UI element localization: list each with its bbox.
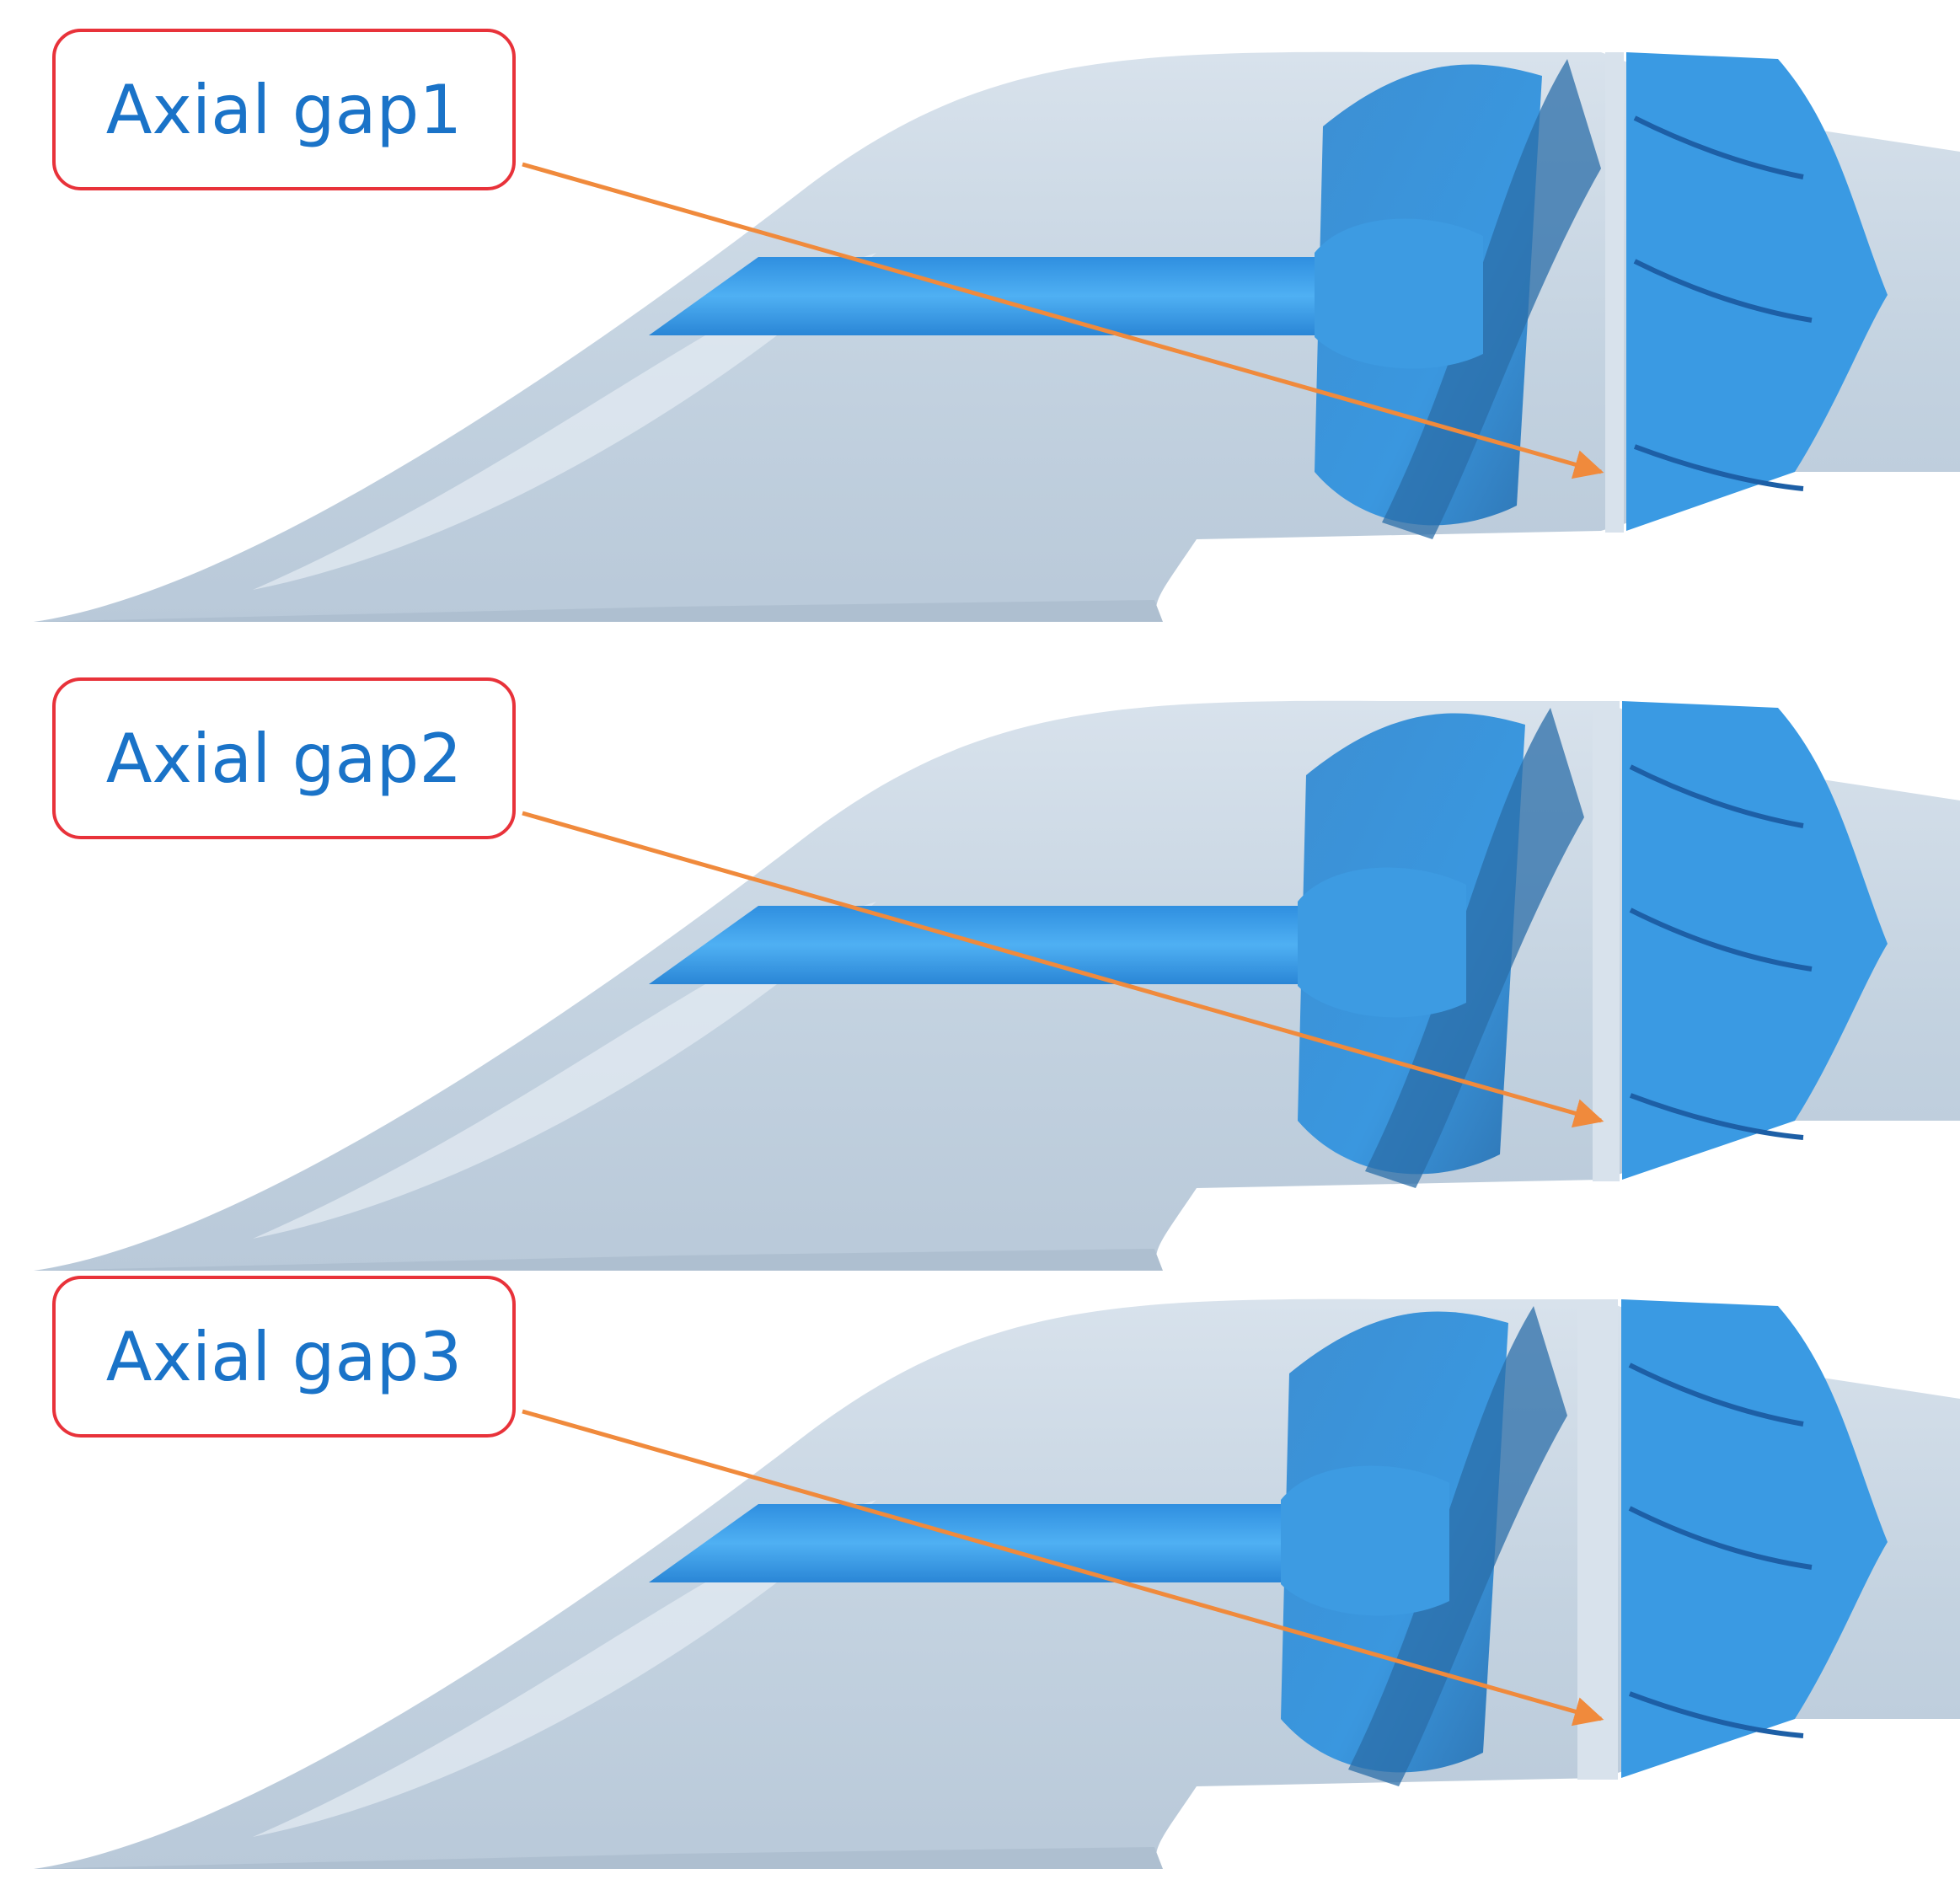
leader-arrow [522, 1409, 1604, 1727]
pump-panel-3: Axial gap3 [0, 1247, 1960, 1887]
housing-base [34, 600, 1163, 622]
impeller-vane [1628, 1363, 1804, 1427]
axial-gap-label-2: Axial gap2 [52, 677, 516, 839]
housing-base [34, 1249, 1163, 1271]
label-text: Axial gap1 [105, 70, 463, 149]
impeller-vane [1628, 1506, 1813, 1570]
axial-gap-label-3: Axial gap3 [52, 1276, 516, 1438]
axial-gap [1593, 701, 1620, 1181]
impeller [1622, 701, 1888, 1180]
label-text: Axial gap2 [105, 719, 463, 798]
label-text: Axial gap3 [105, 1317, 463, 1396]
housing-highlight [253, 1500, 876, 1837]
inducer-blade-dark [1348, 1306, 1567, 1786]
impeller-vane [1633, 444, 1804, 491]
inducer-blade-dark [1382, 59, 1601, 539]
impeller-vane [1629, 908, 1813, 972]
housing-highlight [253, 902, 876, 1239]
impeller-vane [1629, 1093, 1804, 1140]
axial-gap-label-1: Axial gap1 [52, 29, 516, 190]
impeller-vane [1628, 1691, 1804, 1738]
housing-base [34, 1847, 1163, 1869]
pump-model-2 [34, 700, 1960, 1271]
housing-highlight [253, 253, 876, 590]
pump-model-3 [34, 1298, 1960, 1869]
shaft [649, 257, 1399, 335]
inducer-hub [1315, 218, 1483, 369]
shaft [649, 1504, 1365, 1582]
axial-gap [1605, 52, 1624, 533]
pump-panel-2: Axial gap2 [0, 649, 1960, 1289]
leader-arrow [522, 811, 1604, 1128]
impeller-vane [1633, 115, 1804, 179]
impeller-vane [1629, 764, 1804, 828]
leader-arrow [522, 162, 1604, 479]
inducer-hub [1281, 1465, 1449, 1616]
pump-model-1 [34, 51, 1960, 622]
axial-gap [1577, 1299, 1618, 1780]
impeller [1626, 52, 1888, 531]
impeller [1621, 1299, 1888, 1778]
inducer-hub [1298, 867, 1466, 1018]
shaft [649, 906, 1382, 984]
impeller-vane [1633, 259, 1813, 323]
pump-panel-1: Axial gap1 [0, 0, 1960, 640]
